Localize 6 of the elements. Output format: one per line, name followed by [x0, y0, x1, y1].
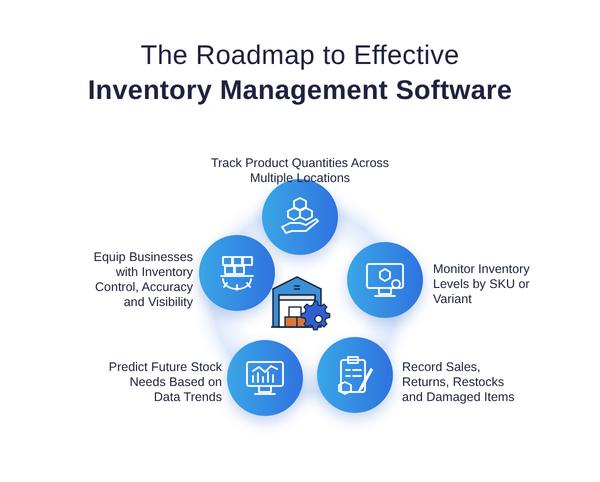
feature-caption: Monitor Inventory Levels by SKU or Variant: [433, 262, 531, 307]
feature-caption: Record Sales, Returns, Restocks and Damaged Items: [402, 360, 516, 405]
feature-caption: Predict Future Stock Needs Based on Data Trends: [108, 360, 222, 405]
feature-caption: Track Product Quantities Across Multiple Locations: [210, 156, 390, 186]
feature-caption: Equip Businesses with Inventory Control, Accuracy and Visibility: [92, 250, 193, 310]
title: The Roadmap to Effective Inventory Management Software: [86, 39, 514, 107]
